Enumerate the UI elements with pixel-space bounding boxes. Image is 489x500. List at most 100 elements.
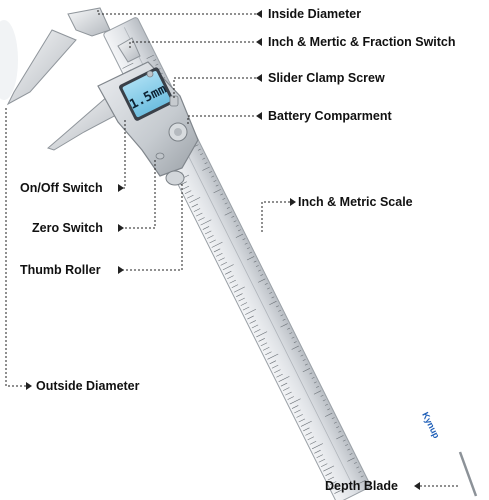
scale-tick <box>311 377 315 379</box>
scale-tick <box>236 293 243 297</box>
scale-tick <box>260 274 264 276</box>
scale-tick <box>325 472 332 476</box>
label-inside-diameter: Inside Diameter <box>268 7 362 21</box>
scale-tick <box>226 206 230 209</box>
label-inch-metric-fraction-switch: Inch & Mertic & Fraction Switch <box>268 35 456 49</box>
scale-tick <box>233 220 237 223</box>
scale-tick <box>276 373 283 378</box>
scale-tick <box>274 369 281 374</box>
scale-tick <box>240 302 248 306</box>
scale-tick <box>291 345 299 350</box>
scale-tick <box>334 487 346 494</box>
scale-tick <box>358 479 366 485</box>
leader-battery <box>187 115 256 124</box>
scale-tick <box>347 448 351 451</box>
scale-tick <box>285 391 292 396</box>
scale-tick <box>224 211 233 216</box>
scale-tick <box>333 421 337 424</box>
scale-tick <box>246 247 250 250</box>
scale-tick <box>198 217 205 221</box>
glow-shadow <box>0 20 18 100</box>
label-outside-diameter: Outside Diameter <box>36 379 140 393</box>
scale-tick <box>258 338 265 342</box>
scale-tick <box>187 194 194 199</box>
leader-on-off <box>118 120 126 189</box>
leader-arrows <box>26 10 420 490</box>
scale-tick <box>242 238 246 241</box>
scale-tick <box>302 368 311 373</box>
scale-tick <box>189 197 201 203</box>
scale-tick <box>269 300 277 306</box>
leader-outside-diameter <box>5 108 26 387</box>
scale-tick <box>202 157 206 160</box>
scale-tick <box>227 275 234 280</box>
scale-tick <box>320 463 328 467</box>
scale-tick <box>253 329 261 333</box>
arrow-outside-diameter <box>26 382 32 390</box>
leader-zero-switch <box>118 160 156 229</box>
battery-cover-center <box>174 128 182 136</box>
scale-tick <box>309 372 313 375</box>
scale-tick <box>332 485 339 490</box>
scale-tick <box>184 190 192 195</box>
scale-tick <box>238 297 245 302</box>
scale-tick <box>291 336 295 339</box>
scale-tick <box>289 332 293 335</box>
scale-tick <box>314 449 321 454</box>
inside-jaw-fixed <box>67 7 111 37</box>
scale-tick <box>237 229 241 232</box>
scale-tick <box>208 171 212 174</box>
arrow-thumb-roller <box>118 266 124 274</box>
scale-tick <box>213 248 221 253</box>
scale-tick <box>122 62 134 69</box>
scale-tick <box>146 54 154 59</box>
scale-tick <box>253 260 257 263</box>
arrow-clamp-screw <box>256 74 262 82</box>
scale-tick <box>322 399 326 402</box>
scale-tick <box>211 175 215 178</box>
scale-tick <box>298 418 306 423</box>
scale-tick <box>293 341 297 344</box>
scale-tick <box>220 193 224 196</box>
scale-tick <box>224 270 232 275</box>
scale-tick <box>347 457 355 462</box>
scale-tick <box>213 189 221 194</box>
scale-tick <box>235 224 239 227</box>
outside-jaw-fixed <box>6 29 77 106</box>
scale-tick <box>282 387 290 391</box>
scale-tick <box>280 382 288 387</box>
scale-tick <box>356 466 360 469</box>
scale-tick <box>202 166 210 171</box>
scale-tick <box>269 360 277 365</box>
scale-tick <box>207 235 214 239</box>
scale-tick <box>200 153 204 156</box>
scale-tick <box>282 318 286 321</box>
scale-tick <box>318 458 326 463</box>
scale-tick <box>280 314 284 317</box>
scale-tick <box>266 287 270 290</box>
leader-inside-diameter <box>97 10 256 15</box>
scale-tick <box>294 409 301 414</box>
scale-tick <box>336 435 344 440</box>
leader-scale <box>261 201 290 232</box>
scale-tick <box>251 324 259 329</box>
mode-switch <box>146 70 154 78</box>
scale-tick <box>349 453 353 455</box>
scale-tick <box>249 251 253 254</box>
leader-thumb-roller <box>118 184 183 271</box>
scale-tick <box>256 331 268 338</box>
scale-tick <box>224 202 228 205</box>
label-battery-compartment: Battery Comparment <box>268 109 392 123</box>
scale-tick <box>278 376 290 382</box>
scale-tick <box>182 185 190 190</box>
scale-tick <box>216 253 223 257</box>
scale-tick <box>262 346 270 351</box>
scale-tick <box>338 430 342 433</box>
arrow-scale <box>290 198 296 206</box>
scale-tick <box>197 148 201 151</box>
scale-tick <box>218 257 225 262</box>
scale-tick <box>280 323 288 328</box>
label-zero-switch: Zero Switch <box>32 221 103 235</box>
scale-tick <box>235 233 244 238</box>
